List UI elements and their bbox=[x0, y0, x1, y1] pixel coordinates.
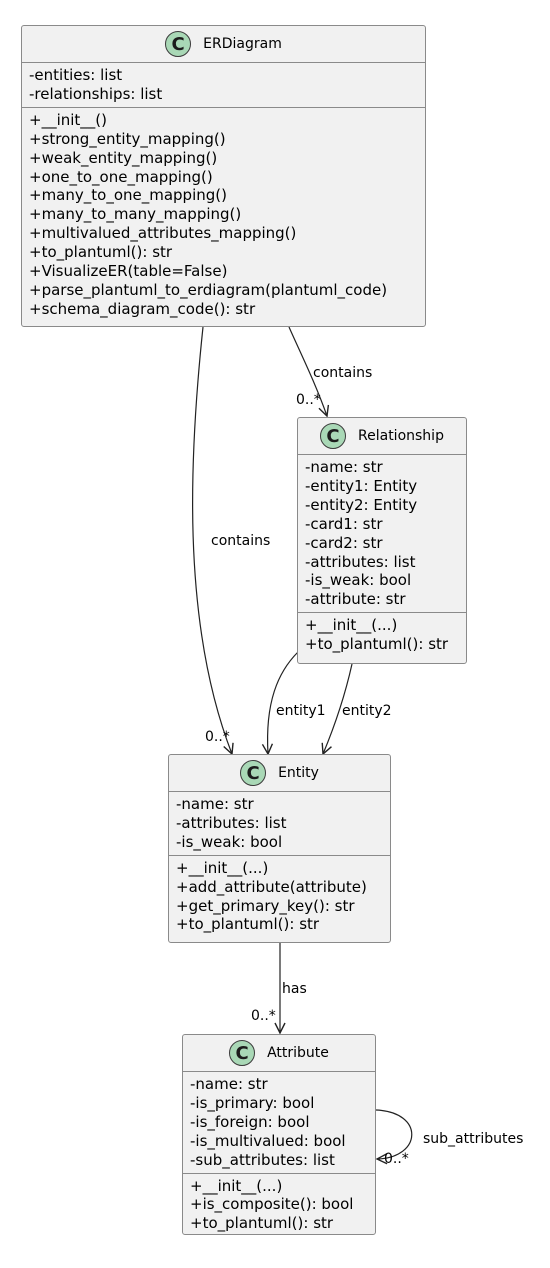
method-row: +__init__(...) bbox=[305, 616, 398, 635]
class-badge-icon: C bbox=[240, 760, 267, 786]
methods-section: +__init__(...) +is_composite(): bool +to… bbox=[183, 1172, 375, 1237]
method-row: +to_plantuml(): str bbox=[190, 1214, 334, 1233]
methods-section: +__init__(...) +add_attribute(attribute)… bbox=[169, 854, 390, 938]
class-relationship[interactable]: C Relationship -name: str -entity1: Enti… bbox=[297, 417, 467, 664]
attributes-section: -entities: list -relationships: list bbox=[22, 63, 425, 107]
methods-section: +__init__() +strong_entity_mapping() +we… bbox=[22, 106, 425, 322]
method-row: +to_plantuml(): str bbox=[305, 635, 449, 654]
class-name: Entity bbox=[278, 765, 319, 781]
class-erdiagram-header: C ERDiagram bbox=[22, 26, 425, 63]
attribute-row: -is_primary: bool bbox=[190, 1093, 315, 1112]
class-badge-icon: C bbox=[165, 31, 192, 57]
attribute-row: -sub_attributes: list bbox=[190, 1150, 335, 1169]
multiplicity-has: 0..* bbox=[251, 1008, 276, 1024]
attribute-row: -attribute: str bbox=[305, 590, 406, 609]
class-name: ERDiagram bbox=[203, 36, 282, 52]
method-row: +schema_diagram_code(): str bbox=[29, 299, 256, 318]
method-row: +multivalued_attributes_mapping() bbox=[29, 224, 297, 243]
attribute-row: -card1: str bbox=[305, 514, 383, 533]
attribute-row: -card2: str bbox=[305, 533, 383, 552]
attribute-row: -entity1: Entity bbox=[305, 476, 418, 495]
edge-label-entity2: entity2 bbox=[342, 703, 392, 719]
method-row: +strong_entity_mapping() bbox=[29, 129, 226, 148]
attribute-row: -is_multivalued: bool bbox=[190, 1131, 346, 1150]
multiplicity-er-relationship: 0..* bbox=[296, 392, 321, 408]
attribute-row: -name: str bbox=[176, 795, 254, 813]
attribute-row: -is_weak: bool bbox=[305, 571, 412, 590]
method-row: +many_to_one_mapping() bbox=[29, 186, 227, 205]
edge-label-er-relationship: contains bbox=[313, 365, 373, 381]
multiplicity-sub-attributes: 0..* bbox=[384, 1151, 409, 1167]
class-name: Attribute bbox=[267, 1045, 329, 1061]
method-row: +to_plantuml(): str bbox=[176, 915, 320, 934]
attribute-row: -is_foreign: bool bbox=[190, 1112, 310, 1131]
attributes-section: -name: str -is_primary: bool -is_foreign… bbox=[183, 1072, 375, 1173]
edge-erdiagram-relationship bbox=[288, 326, 327, 416]
attribute-row: -name: str bbox=[305, 458, 383, 476]
edge-label-has: has bbox=[282, 981, 307, 997]
attributes-section: -name: str -entity1: Entity -entity2: En… bbox=[298, 455, 466, 612]
edge-erdiagram-entity bbox=[191, 326, 232, 754]
method-row: +__init__(...) bbox=[190, 1176, 283, 1195]
method-row: +one_to_one_mapping() bbox=[29, 167, 213, 186]
class-relationship-header: C Relationship bbox=[298, 418, 466, 455]
class-attribute[interactable]: C Attribute -name: str -is_primary: bool… bbox=[182, 1034, 376, 1235]
attribute-row: -attributes: list bbox=[176, 813, 287, 832]
method-row: +to_plantuml(): str bbox=[29, 243, 173, 262]
class-badge-icon: C bbox=[320, 423, 347, 449]
edge-attribute-self bbox=[376, 1109, 413, 1159]
attribute-row: -name: str bbox=[190, 1075, 268, 1093]
method-row: +VisualizeER(table=False) bbox=[29, 262, 228, 281]
method-row: +is_composite(): bool bbox=[190, 1195, 354, 1214]
attributes-section: -name: str -attributes: list -is_weak: b… bbox=[169, 792, 390, 855]
class-name: Relationship bbox=[358, 428, 444, 444]
class-badge-icon: C bbox=[229, 1040, 256, 1066]
attribute-row: -entity2: Entity bbox=[305, 495, 418, 514]
edge-label-sub-attributes: sub_attributes bbox=[423, 1131, 524, 1147]
method-row: +get_primary_key(): str bbox=[176, 896, 355, 915]
multiplicity-er-entity: 0..* bbox=[205, 729, 230, 745]
method-row: +weak_entity_mapping() bbox=[29, 148, 218, 167]
edge-relationship-entity2 bbox=[323, 663, 353, 754]
attribute-row: -relationships: list bbox=[29, 84, 163, 103]
class-attribute-header: C Attribute bbox=[183, 1035, 375, 1072]
attribute-row: -attributes: list bbox=[305, 552, 416, 571]
method-row: +add_attribute(attribute) bbox=[176, 877, 367, 896]
edge-label-er-entity: contains bbox=[211, 533, 271, 549]
method-row: +many_to_many_mapping() bbox=[29, 205, 242, 224]
method-row: +__init__() bbox=[29, 110, 107, 129]
class-entity-header: C Entity bbox=[169, 755, 390, 792]
class-erdiagram[interactable]: C ERDiagram -entities: list -relationshi… bbox=[21, 25, 426, 327]
method-row: +parse_plantuml_to_erdiagram(plantuml_co… bbox=[29, 280, 388, 299]
attribute-row: -is_weak: bool bbox=[176, 832, 283, 851]
method-row: +__init__(...) bbox=[176, 858, 269, 877]
edge-label-entity1: entity1 bbox=[276, 703, 326, 719]
attribute-row: -entities: list bbox=[29, 66, 123, 84]
class-entity[interactable]: C Entity -name: str -attributes: list -i… bbox=[168, 754, 391, 943]
edge-relationship-entity1 bbox=[268, 651, 299, 754]
methods-section: +__init__(...) +to_plantuml(): str bbox=[298, 612, 466, 657]
